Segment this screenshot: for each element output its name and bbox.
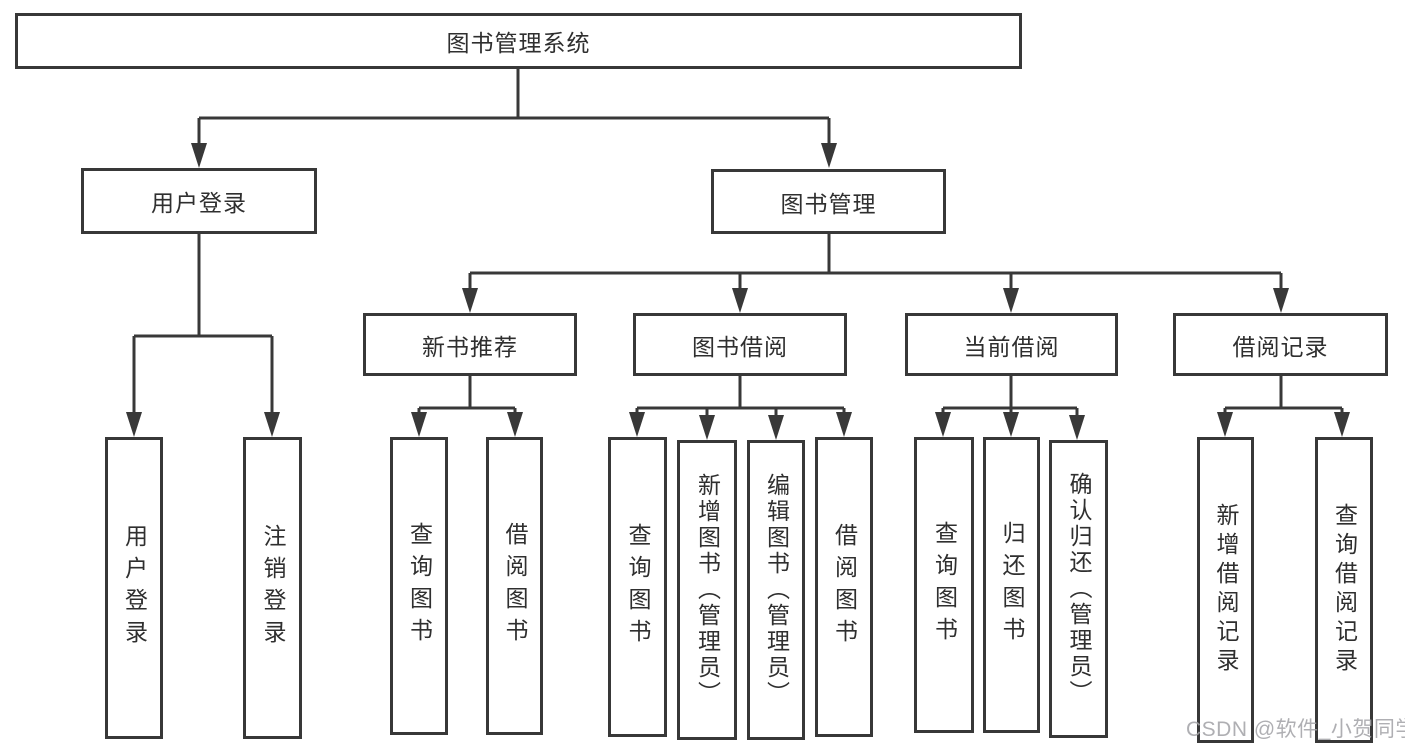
node-label: 用户登录: [121, 524, 148, 652]
node-label: 查询图书: [931, 521, 958, 649]
node-label: 编辑图书（管理员）: [763, 473, 790, 707]
node-label: 归还图书: [999, 521, 1025, 649]
node-leaf-borrow-books-2: 借阅图书: [815, 437, 873, 737]
node-user-login: 用户登录: [81, 168, 317, 234]
node-label: 确认归还（管理员）: [1066, 472, 1092, 706]
node-leaf-query-books-1: 查询图书: [390, 437, 448, 735]
node-label: 图书管理系统: [446, 30, 591, 56]
node-label: 查询借阅记录: [1331, 503, 1358, 677]
node-label: 图书借阅: [692, 333, 788, 360]
node-leaf-user-login: 用户登录: [105, 437, 163, 739]
node-label: 图书管理: [780, 190, 877, 217]
node-label: 查询图书: [406, 522, 433, 650]
node-borrow-records: 借阅记录: [1173, 313, 1388, 376]
node-leaf-borrow-books-1: 借阅图书: [486, 437, 543, 735]
node-label: 借阅图书: [831, 523, 858, 651]
node-leaf-query-books-3: 查询图书: [914, 437, 974, 733]
node-leaf-return-books: 归还图书: [983, 437, 1040, 733]
node-leaf-add-borrow-record: 新增借阅记录: [1197, 437, 1254, 743]
arrowheads: [126, 143, 1350, 440]
node-leaf-query-borrow-record: 查询借阅记录: [1315, 437, 1373, 743]
node-new-book-recommend: 新书推荐: [363, 313, 577, 376]
node-label: 用户登录: [151, 190, 247, 216]
node-leaf-confirm-return-admin: 确认归还（管理员）: [1049, 440, 1108, 738]
node-library-system-root: 图书管理系统: [15, 13, 1022, 69]
node-label: 新增借阅记录: [1213, 503, 1239, 677]
csdn-watermark: CSDN @软件_小贺同学: [1186, 718, 1405, 741]
node-label: 当前借阅: [963, 333, 1060, 360]
node-current-borrow: 当前借阅: [905, 313, 1118, 376]
node-label: 新书推荐: [422, 333, 518, 360]
node-label: 注销登录: [260, 524, 286, 652]
node-leaf-query-books-2: 查询图书: [608, 437, 667, 737]
node-leaf-logout: 注销登录: [243, 437, 302, 739]
node-label: 新增图书（管理员）: [694, 473, 721, 707]
node-label: 借阅记录: [1232, 333, 1329, 360]
node-book-management: 图书管理: [711, 169, 946, 234]
node-leaf-add-books-admin: 新增图书（管理员）: [677, 440, 737, 740]
node-leaf-edit-books-admin: 编辑图书（管理员）: [747, 440, 805, 740]
node-label: 查询图书: [625, 523, 651, 651]
node-label: 借阅图书: [502, 522, 528, 650]
node-book-borrow: 图书借阅: [633, 313, 847, 376]
